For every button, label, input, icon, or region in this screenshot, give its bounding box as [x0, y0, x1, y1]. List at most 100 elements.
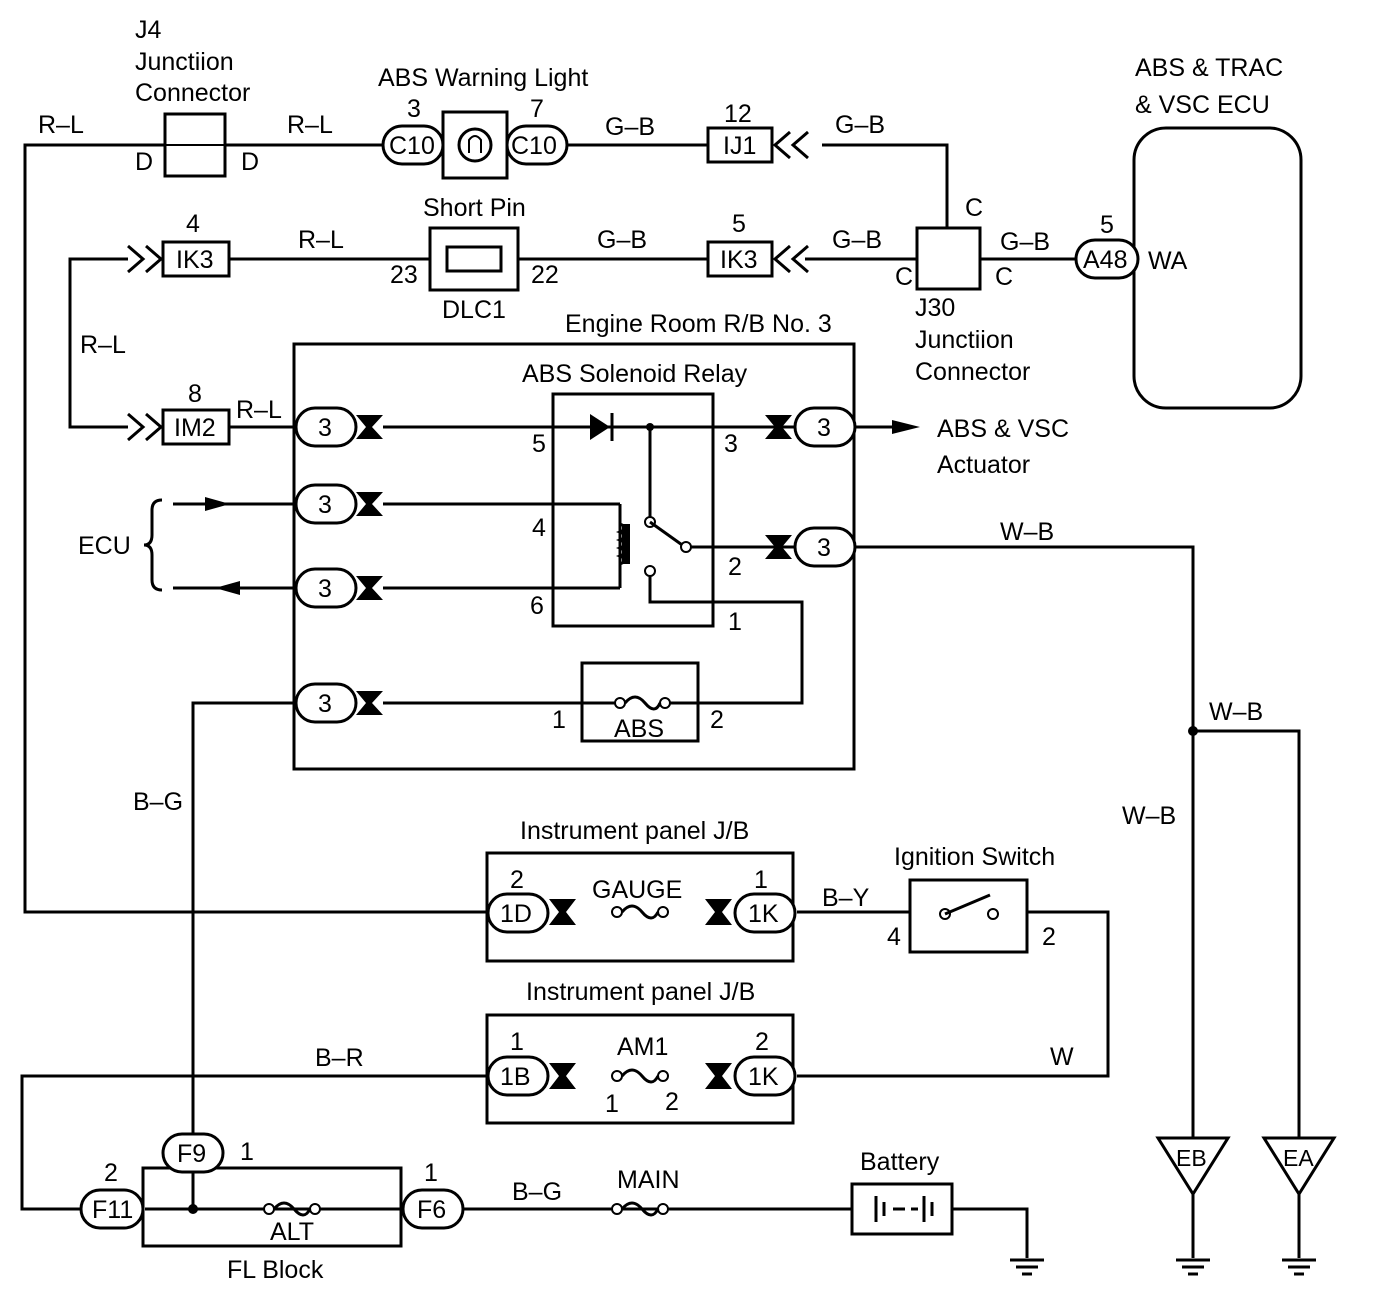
battery-label: Battery [860, 1148, 940, 1176]
ecu-line2: & VSC ECU [1135, 91, 1270, 119]
j30-pin-top: C [965, 194, 983, 222]
ecu-bracket-label: ECU [78, 532, 131, 560]
abs-light-left-pin: 3 [407, 95, 421, 123]
rb-conn-1: 3 [318, 414, 332, 442]
dlc1-label: DLC1 [442, 296, 506, 324]
abs-fuse-p1: 1 [552, 706, 566, 734]
instrument-panel-jb-am1: Instrument panel J/B 1 1B AM1 1 2 2 1K [485, 978, 797, 1125]
engine-rb-title: Engine Room R/B No. 3 [565, 310, 832, 338]
ipjb1-left-pin: 2 [510, 866, 524, 894]
relay-title: ABS Solenoid Relay [522, 360, 748, 388]
wire-label-rl5: R–L [236, 396, 282, 424]
fl-f9: F9 [177, 1140, 206, 1168]
actuator-line2: Actuator [937, 451, 1030, 479]
im2-conn: IM2 [174, 414, 216, 442]
fl-f6: F6 [417, 1196, 446, 1224]
ik3-left-pin: 4 [186, 210, 200, 238]
ipjb2-fuse: AM1 [617, 1033, 668, 1061]
short-pin-dlc1: Short Pin 23 22 DLC1 [390, 194, 559, 324]
wire-label-gb4: G–B [832, 226, 882, 254]
ipjb2-fuse-p1: 1 [605, 1090, 619, 1118]
actuator-line1: ABS & VSC [937, 415, 1069, 443]
relay-p2: 2 [728, 553, 742, 581]
relay-p1: 1 [728, 608, 742, 636]
ecu-bracket: ECU [78, 497, 240, 595]
wire-labels: R–L R–L R–L R–L R–L G–B G–B G–B G–B G–B … [38, 111, 1263, 1206]
abs-light-left-conn: C10 [389, 132, 435, 160]
abs-light-title: ABS Warning Light [378, 64, 588, 92]
abs-trac-vsc-ecu: ABS & TRAC & VSC ECU 5 A48 WA [1074, 54, 1303, 410]
wire-label-br: B–R [315, 1044, 364, 1072]
ground-ea-icon: EA [1261, 1136, 1337, 1276]
battery: Battery [850, 1148, 954, 1236]
ik3-left-connector: 4 IK3 [127, 210, 231, 278]
ik3-right-pin: 5 [732, 210, 746, 238]
ecu-terminal: WA [1148, 247, 1188, 275]
j30-line2: Junctiion [915, 326, 1014, 354]
fl-f11-pin: 2 [104, 1159, 118, 1187]
ij1-pin: 12 [724, 100, 752, 128]
wire-label-rl4: R–L [80, 331, 126, 359]
rb-conn-2: 3 [318, 491, 332, 519]
wire-label-bg1: B–G [133, 788, 183, 816]
j4-pin-right: D [241, 148, 259, 176]
abs-light-right-conn: C10 [511, 132, 557, 160]
relay-p6: 6 [530, 592, 544, 620]
j4-junction-connector: J4 Junctiion Connector D D [135, 16, 259, 178]
wire-label-rl1: R–L [38, 111, 84, 139]
rb-conn-4: 3 [318, 690, 332, 718]
ipjb1-fuse: GAUGE [592, 876, 682, 904]
wire-label-rl2: R–L [287, 111, 333, 139]
rb-conn-6: 3 [817, 534, 831, 562]
fl-f6-pin: 1 [424, 1159, 438, 1187]
j30-junction-connector: C C C J30 Junctiion Connector [895, 194, 1030, 386]
rb-conn-5: 3 [817, 414, 831, 442]
im2-connector: 8 IM2 [127, 380, 231, 446]
j4-pin-left: D [135, 148, 153, 176]
wire-label-wb1: W–B [1000, 518, 1054, 546]
ipjb2-title: Instrument panel J/B [526, 978, 755, 1006]
wire-label-bg2: B–G [512, 1178, 562, 1206]
wires [20, 143, 1301, 1258]
relay-p5: 5 [532, 430, 546, 458]
ground-ea-label: EA [1283, 1145, 1314, 1171]
short-pin-right: 22 [531, 261, 559, 289]
wire-label-gb1: G–B [605, 113, 655, 141]
ik3-right-conn: IK3 [720, 246, 758, 274]
j4-line3: Connector [135, 79, 250, 107]
ik3-left-conn: IK3 [176, 246, 214, 274]
abs-warning-light: ABS Warning Light 3 7 C10 C10 [378, 64, 588, 180]
j30-pin-right: C [995, 263, 1013, 291]
main-fuse: MAIN [611, 1166, 680, 1217]
wire-label-wb2: W–B [1209, 698, 1263, 726]
main-fuse-label: MAIN [617, 1166, 680, 1194]
relay-p4: 4 [532, 514, 546, 542]
j4-line2: Junctiion [135, 48, 234, 76]
wire-label-by: B–Y [822, 884, 870, 912]
abs-fuse-p2: 2 [710, 706, 724, 734]
abs-fuse-label: ABS [614, 715, 664, 743]
j30-title: J30 [915, 294, 955, 322]
wire-label-w: W [1050, 1043, 1074, 1071]
short-pin-left: 23 [390, 261, 418, 289]
wire-label-wb3: W–B [1122, 802, 1176, 830]
ipjb2-right-conn: 1K [748, 1063, 779, 1091]
ipjb2-right-pin: 2 [755, 1028, 769, 1056]
ground-eb-icon: EB [1155, 1136, 1231, 1276]
wire-label-gb3: G–B [597, 226, 647, 254]
grounds: EB EA [1010, 1136, 1337, 1276]
rb-conn-3: 3 [318, 575, 332, 603]
ij1-conn: IJ1 [723, 132, 756, 160]
fl-label: FL Block [227, 1256, 324, 1284]
engine-room-relay-block: Engine Room R/B No. 3 ABS Solenoid Relay… [292, 310, 857, 771]
abs-vsc-actuator: ABS & VSC Actuator [892, 415, 1069, 479]
ipjb1-right-pin: 1 [754, 866, 768, 894]
ecu-pin: 5 [1100, 211, 1114, 239]
ipjb2-left-conn: 1B [500, 1063, 531, 1091]
ipjb1-right-conn: 1K [748, 900, 779, 928]
ipjb1-left-conn: 1D [500, 900, 532, 928]
relay-p3: 3 [724, 430, 738, 458]
fl-fuse: ALT [270, 1218, 314, 1246]
ignition-p4: 4 [887, 923, 901, 951]
